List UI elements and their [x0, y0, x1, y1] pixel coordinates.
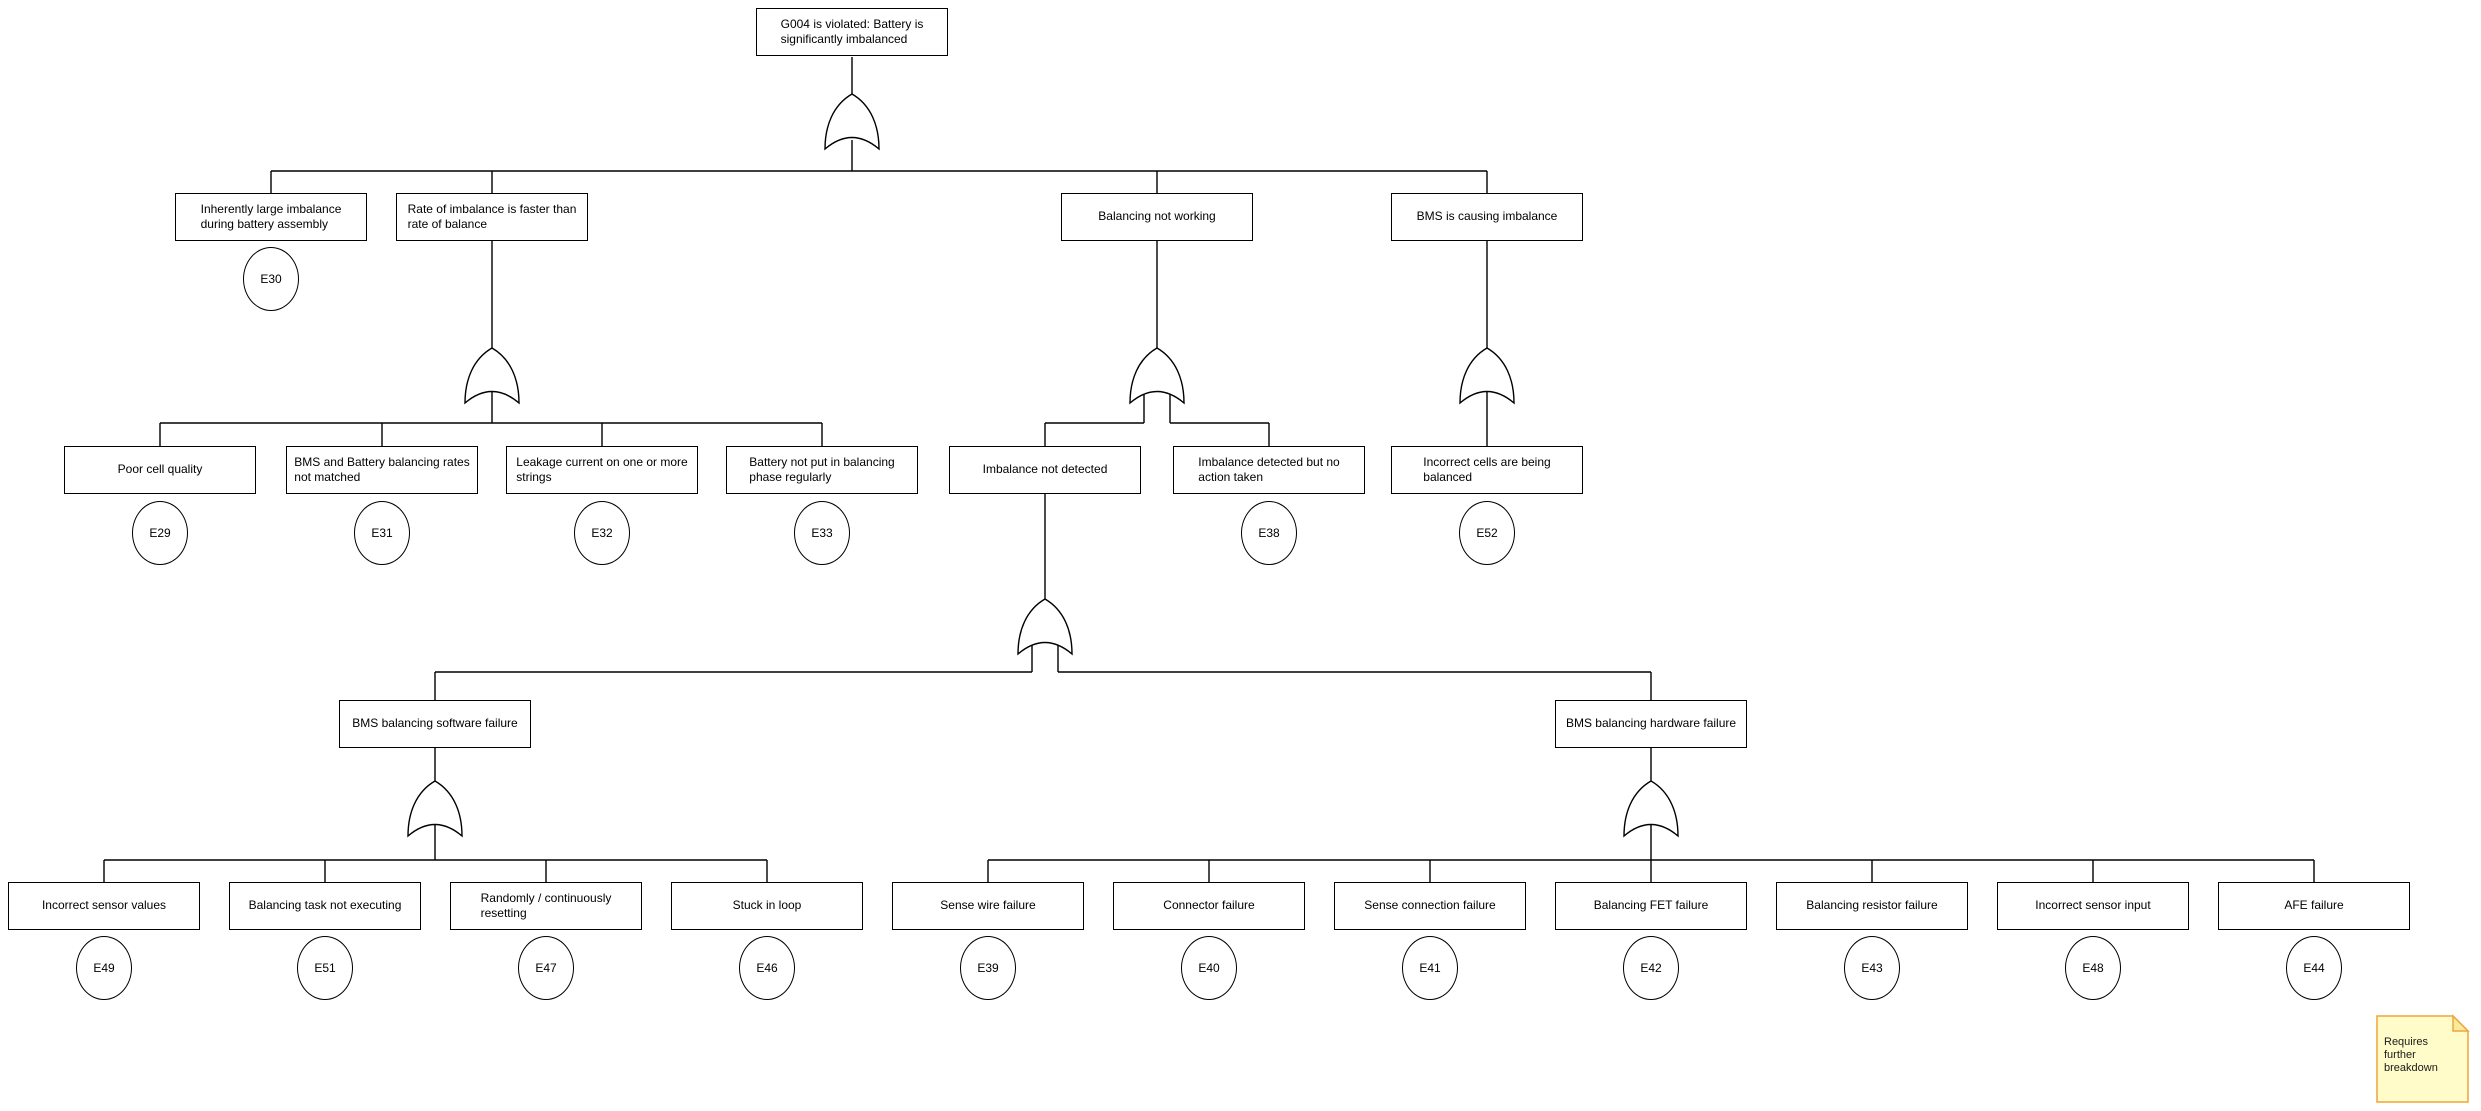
node-label: Inherently large imbalance during batter…	[200, 201, 342, 231]
node-g004-top-event[interactable]: G004 is violated: Battery is significant…	[756, 8, 948, 56]
node-bms-causing-imbalance[interactable]: BMS is causing imbalance	[1391, 193, 1583, 241]
or-gate-icon[interactable]	[1129, 347, 1185, 405]
node-label: Sense connection failure	[1364, 898, 1496, 913]
event-circle-e39[interactable]: E39	[960, 936, 1016, 1000]
event-label: E30	[260, 272, 282, 286]
node-label: Balancing not working	[1098, 209, 1216, 224]
event-label: E32	[591, 526, 613, 540]
node-sense-wire-failure[interactable]: Sense wire failure	[892, 882, 1084, 930]
node-incorrect-sensor-input[interactable]: Incorrect sensor input	[1997, 882, 2189, 930]
node-label: Balancing FET failure	[1593, 898, 1709, 913]
event-label: E39	[977, 961, 999, 975]
event-label: E42	[1640, 961, 1662, 975]
node-label: Balancing task not executing	[248, 898, 402, 913]
event-label: E51	[314, 961, 336, 975]
node-bms-hardware-failure[interactable]: BMS balancing hardware failure	[1555, 700, 1747, 748]
node-label: AFE failure	[2284, 898, 2344, 913]
node-incorrect-cells-balanced[interactable]: Incorrect cells are being balanced	[1391, 446, 1583, 494]
event-label: E44	[2303, 961, 2325, 975]
node-balancing-rates-not-matched[interactable]: BMS and Battery balancing rates not matc…	[286, 446, 478, 494]
sticky-note-fold-icon	[2452, 1014, 2470, 1032]
node-label: BMS balancing hardware failure	[1565, 716, 1737, 731]
sticky-note-shape[interactable]	[2376, 1015, 2469, 1103]
node-label: Leakage current on one or more strings	[516, 454, 688, 484]
node-label: Balancing resistor failure	[1806, 898, 1938, 913]
or-gate-icon[interactable]	[464, 347, 520, 405]
event-label: E40	[1198, 961, 1220, 975]
event-circle-e32[interactable]: E32	[574, 501, 630, 565]
event-label: E52	[1476, 526, 1498, 540]
or-gate-icon[interactable]	[824, 93, 880, 151]
node-balancing-fet-failure[interactable]: Balancing FET failure	[1555, 882, 1747, 930]
event-circle-e49[interactable]: E49	[76, 936, 132, 1000]
event-circle-e52[interactable]: E52	[1459, 501, 1515, 565]
or-gate-icon[interactable]	[407, 780, 463, 838]
event-label: E46	[756, 961, 778, 975]
node-afe-failure[interactable]: AFE failure	[2218, 882, 2410, 930]
node-randomly-resetting[interactable]: Randomly / continuously resetting	[450, 882, 642, 930]
sticky-note-text[interactable]: Requires further breakdown	[2384, 1036, 2438, 1075]
node-label: Stuck in loop	[732, 898, 802, 913]
node-balancing-task-not-executing[interactable]: Balancing task not executing	[229, 882, 421, 930]
or-gate-icon[interactable]	[1459, 347, 1515, 405]
node-connector-failure[interactable]: Connector failure	[1113, 882, 1305, 930]
node-label: Imbalance not detected	[982, 462, 1108, 477]
node-battery-not-in-balancing-phase[interactable]: Battery not put in balancing phase regul…	[726, 446, 918, 494]
node-imbalance-no-action[interactable]: Imbalance detected but no action taken	[1173, 446, 1365, 494]
node-label: BMS and Battery balancing rates not matc…	[294, 454, 470, 484]
node-inherently-large-imbalance[interactable]: Inherently large imbalance during batter…	[175, 193, 367, 241]
node-rate-of-imbalance[interactable]: Rate of imbalance is faster than rate of…	[396, 193, 588, 241]
node-label: Imbalance detected but no action taken	[1198, 454, 1340, 484]
node-label: Incorrect cells are being balanced	[1423, 454, 1551, 484]
node-label: Randomly / continuously resetting	[480, 890, 612, 920]
event-circle-e42[interactable]: E42	[1623, 936, 1679, 1000]
node-balancing-not-working[interactable]: Balancing not working	[1061, 193, 1253, 241]
event-circle-e47[interactable]: E47	[518, 936, 574, 1000]
node-label: Battery not put in balancing phase regul…	[749, 454, 895, 484]
node-label: Poor cell quality	[117, 462, 203, 477]
event-circle-e44[interactable]: E44	[2286, 936, 2342, 1000]
node-bms-software-failure[interactable]: BMS balancing software failure	[339, 700, 531, 748]
event-circle-e38[interactable]: E38	[1241, 501, 1297, 565]
event-circle-e48[interactable]: E48	[2065, 936, 2121, 1000]
node-label: BMS balancing software failure	[352, 716, 518, 731]
node-balancing-resistor-failure[interactable]: Balancing resistor failure	[1776, 882, 1968, 930]
or-gate-icon[interactable]	[1623, 780, 1679, 838]
node-incorrect-sensor-values[interactable]: Incorrect sensor values	[8, 882, 200, 930]
node-stuck-in-loop[interactable]: Stuck in loop	[671, 882, 863, 930]
node-imbalance-not-detected[interactable]: Imbalance not detected	[949, 446, 1141, 494]
node-leakage-current[interactable]: Leakage current on one or more strings	[506, 446, 698, 494]
event-circle-e30[interactable]: E30	[243, 247, 299, 311]
node-sense-connection-failure[interactable]: Sense connection failure	[1334, 882, 1526, 930]
event-label: E43	[1861, 961, 1883, 975]
event-label: E48	[2082, 961, 2104, 975]
connector-lines	[103, 57, 2315, 882]
event-label: E33	[811, 526, 833, 540]
event-circle-e29[interactable]: E29	[132, 501, 188, 565]
event-circle-e41[interactable]: E41	[1402, 936, 1458, 1000]
event-circle-e51[interactable]: E51	[297, 936, 353, 1000]
event-circle-e43[interactable]: E43	[1844, 936, 1900, 1000]
event-label: E41	[1419, 961, 1441, 975]
node-label: Incorrect sensor values	[41, 898, 167, 913]
event-circle-e46[interactable]: E46	[739, 936, 795, 1000]
event-label: E31	[371, 526, 393, 540]
event-label: E38	[1258, 526, 1280, 540]
node-label: BMS is causing imbalance	[1416, 209, 1558, 224]
event-label: E29	[149, 526, 171, 540]
node-poor-cell-quality[interactable]: Poor cell quality	[64, 446, 256, 494]
event-label: E49	[93, 961, 115, 975]
or-gate-icon[interactable]	[1017, 598, 1073, 656]
event-circle-e40[interactable]: E40	[1181, 936, 1237, 1000]
node-label: Rate of imbalance is faster than rate of…	[407, 201, 577, 231]
event-label: E47	[535, 961, 557, 975]
node-label: Incorrect sensor input	[2035, 898, 2151, 913]
event-circle-e31[interactable]: E31	[354, 501, 410, 565]
event-circle-e33[interactable]: E33	[794, 501, 850, 565]
node-label: G004 is violated: Battery is significant…	[780, 16, 924, 46]
node-label: Sense wire failure	[940, 898, 1036, 913]
node-label: Connector failure	[1163, 898, 1255, 913]
